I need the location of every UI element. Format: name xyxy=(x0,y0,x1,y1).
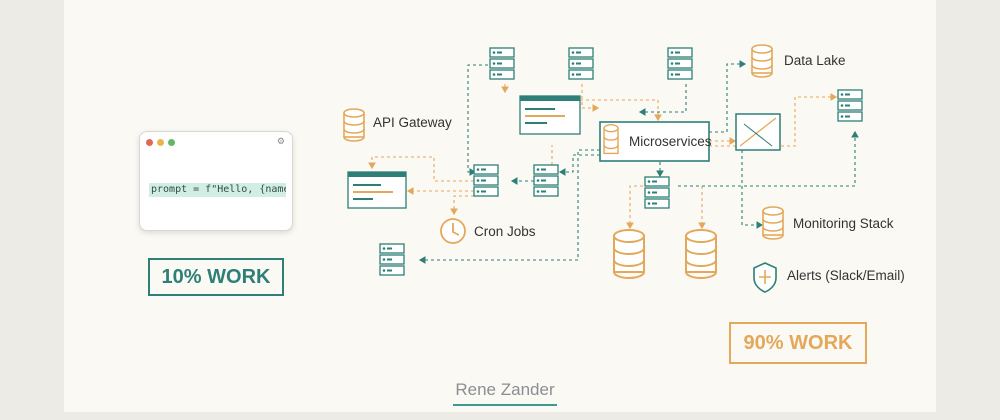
cron-jobs-label: Cron Jobs xyxy=(474,224,536,239)
signature-underline xyxy=(453,404,557,406)
clock-icon xyxy=(440,218,466,244)
maximize-dot-icon xyxy=(168,139,175,146)
database-icon xyxy=(613,229,645,279)
author-signature: Rene Zander xyxy=(455,380,555,399)
server-icon xyxy=(533,164,559,197)
server-icon xyxy=(568,47,594,80)
server-icon xyxy=(473,164,499,197)
ten-percent-work-badge: 10% WORK xyxy=(148,258,284,296)
database-icon xyxy=(762,206,784,240)
server-icon xyxy=(489,47,515,80)
microservices-node: Microservices xyxy=(599,121,712,162)
microservices-label: Microservices xyxy=(629,134,712,149)
ninety-percent-work-badge: 90% WORK xyxy=(729,322,867,364)
server-icon xyxy=(667,47,693,80)
monitoring-stack-label: Monitoring Stack xyxy=(793,216,894,231)
database-icon xyxy=(685,229,717,279)
server-icon xyxy=(379,243,405,276)
data-lake-label: Data Lake xyxy=(784,53,846,68)
dashboard-window xyxy=(347,171,407,209)
server-icon xyxy=(837,89,863,122)
api-gateway-label: API Gateway xyxy=(373,115,452,130)
server-icon xyxy=(644,176,670,209)
connectors xyxy=(368,60,859,264)
monitoring-dashboard-icon xyxy=(735,113,781,151)
database-icon xyxy=(343,108,365,142)
code-line: prompt = f"Hello, {name}!" xyxy=(149,183,286,197)
close-dot-icon xyxy=(146,139,153,146)
alerts-label: Alerts (Slack/Email) xyxy=(787,268,905,283)
database-icon xyxy=(751,44,773,78)
code-editor-window: ⚙ prompt = f"Hello, {name}!" xyxy=(139,131,293,231)
minimize-dot-icon xyxy=(157,139,164,146)
settings-icon: ⚙ xyxy=(276,136,285,146)
dashboard-window xyxy=(519,95,581,135)
shield-icon xyxy=(753,262,777,293)
